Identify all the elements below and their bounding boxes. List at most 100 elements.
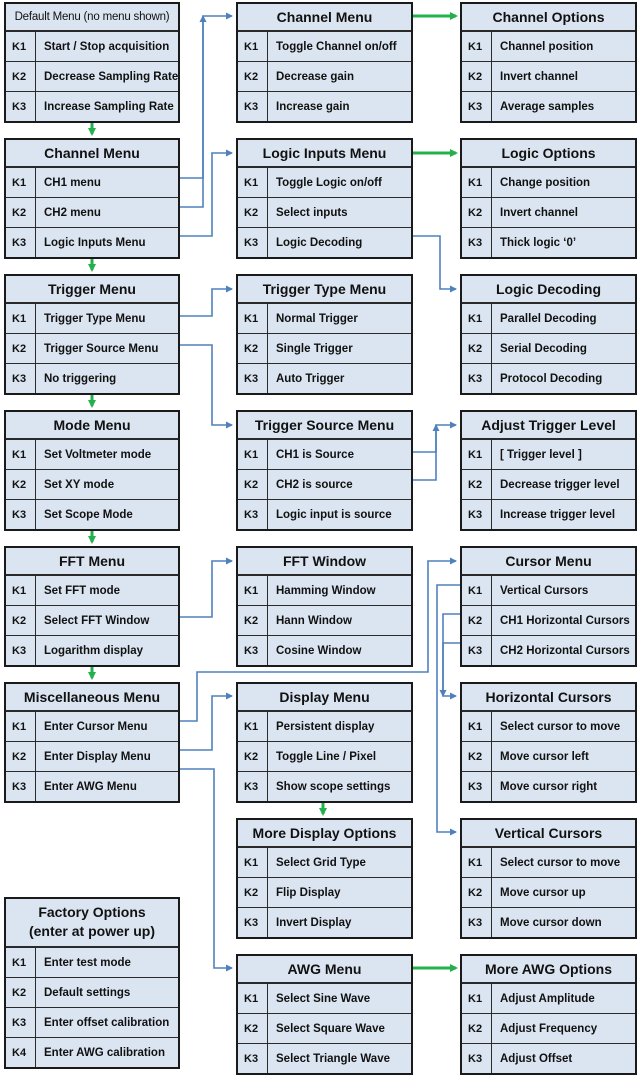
key-label: K2: [462, 606, 492, 635]
key-label: K1: [6, 304, 36, 333]
menu-item-label: Default settings: [44, 986, 131, 999]
menu-item-label: CH2 Horizontal Cursors: [500, 644, 630, 657]
menu-item-label: Set Voltmeter mode: [44, 448, 152, 461]
link-logic-to-logic-inputs: [180, 149, 233, 237]
menu-item-label: CH1 Horizontal Cursors: [500, 614, 630, 627]
menu-title-text: FFT Menu: [58, 553, 126, 569]
menu-title-text: Display Menu: [279, 689, 370, 705]
key-label: K2: [462, 742, 492, 771]
key-label: K2: [462, 334, 492, 363]
menu-title: Channel Menu: [6, 140, 178, 167]
menu-title-text: Logic Options: [501, 145, 596, 161]
menu-subtitle-text: (enter at power up): [28, 923, 155, 939]
menu-title-text: Logic Inputs Menu: [262, 145, 387, 161]
menu-item-label: Move cursor down: [500, 916, 602, 929]
key-label: K2: [238, 470, 268, 499]
link-decoding-to-logic-decoding: [413, 235, 457, 293]
menu-item-label: Set XY mode: [44, 478, 115, 491]
key-label: K2: [6, 334, 36, 363]
menu-title-text: AWG Menu: [287, 961, 362, 977]
link-hcursor2-to-horizontal: [439, 642, 460, 697]
menu-title: More AWG Options: [462, 956, 635, 983]
key-label: K3: [238, 364, 268, 393]
menu-row: K2 CH1 Horizontal Cursors: [462, 605, 635, 635]
key-label: K1: [6, 168, 36, 197]
key-label: K3: [462, 500, 492, 529]
key-label: K1: [238, 32, 268, 61]
menu-title-text: Factory Options: [38, 904, 146, 920]
menu-title-text: Adjust Trigger Level: [481, 417, 616, 433]
menu-item-label: Persistent display: [276, 720, 375, 733]
menu-item-label: Hamming Window: [276, 584, 376, 597]
link-cursor-to-cursor-menu: [180, 557, 457, 722]
menu-title: FFT Window: [238, 548, 411, 575]
key-label: K1: [238, 848, 268, 877]
menu-item-label: Invert channel: [500, 70, 578, 83]
menu-item-label: Enter AWG Menu: [44, 780, 137, 793]
menu-item-label: Flip Display: [276, 886, 341, 899]
menu-item-label: Increase trigger level: [500, 508, 616, 521]
menu-item-label: Adjust Frequency: [500, 1022, 598, 1035]
menu-row: K2 Flip Display: [238, 877, 411, 907]
link-ch2src-to-adjust: [413, 424, 440, 481]
key-label: K3: [238, 228, 268, 257]
link-trigtype-to-menu: [180, 285, 233, 317]
key-label: K2: [238, 742, 268, 771]
menu-item-label: Start / Stop acquisition: [44, 40, 170, 53]
menu-title: Default Menu (no menu shown): [6, 4, 178, 31]
menu-title: Trigger Source Menu: [238, 412, 411, 439]
key-label: K3: [238, 772, 268, 801]
key-label: K3: [462, 92, 492, 121]
menu-title: Vertical Cursors: [462, 820, 635, 847]
key-label: K2: [238, 334, 268, 363]
menu-item-label: Protocol Decoding: [500, 372, 603, 385]
key-label: K1: [238, 984, 268, 1013]
menu-row: K3 Average samples: [462, 91, 635, 121]
menu-item-label: Increase Sampling Rate: [44, 100, 174, 113]
menu-title-text: Logic Decoding: [496, 281, 601, 297]
menu-item-label: Select cursor to move: [500, 720, 621, 733]
key-label: K3: [6, 500, 36, 529]
menu-title-text: Trigger Menu: [48, 281, 136, 297]
key-label: K2: [462, 62, 492, 91]
menu-title: AWG Menu: [238, 956, 411, 983]
key-label: K3: [6, 92, 36, 121]
key-label: K3: [238, 1044, 268, 1073]
link-vcursor-to-vertical: [436, 584, 460, 836]
menu-item-label: Average samples: [500, 100, 595, 113]
key-label: K2: [238, 878, 268, 907]
key-label: K3: [462, 636, 492, 665]
menu-item-label: Change position: [500, 176, 591, 189]
key-label: K1: [462, 848, 492, 877]
